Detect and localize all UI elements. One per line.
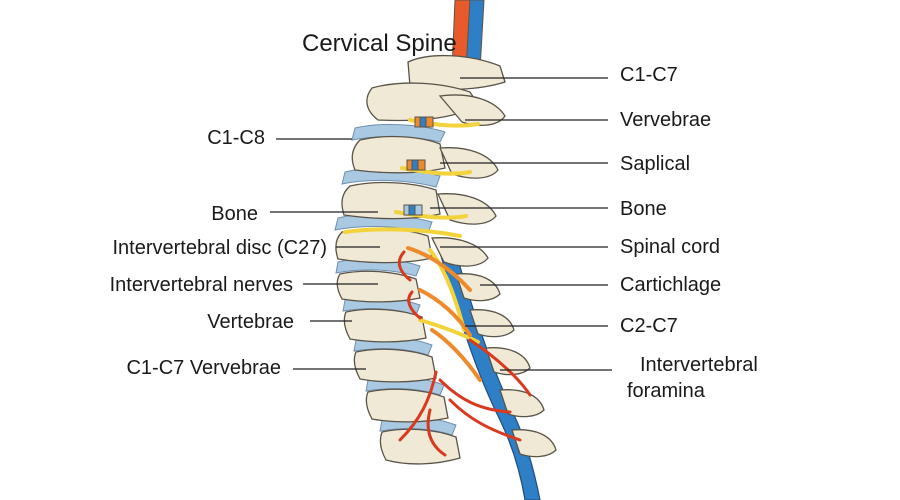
label-right-spinal-cord: Spinal cord (620, 236, 721, 258)
label-right-intervertebral: Intervertebral (640, 354, 758, 376)
nerve-roots (397, 246, 532, 457)
label-left-c1-c7-vervebrae: C1-C7 Vervebrae (126, 357, 281, 379)
label-left-intervertebral-disc: Intervertebral disc (C27) (112, 237, 327, 259)
label-right-c2-c7: C2-C7 (620, 315, 678, 337)
label-right-foramina: foramina (627, 380, 705, 402)
label-right-c1-c7: C1-C7 (620, 64, 678, 86)
vertebrae (335, 54, 557, 465)
label-right-cartichlage: Cartichlage (620, 274, 722, 296)
diagram-title: Cervical Spine (302, 30, 457, 57)
label-left-vertebrae: Vertebrae (207, 311, 294, 333)
label-right-saplical: Saplical (620, 153, 691, 175)
label-left-intervertebral-nerves: Intervertebral nerves (109, 274, 293, 296)
leader-lines (270, 77, 612, 371)
label-right-vervebrae: Vervebrae (620, 109, 712, 131)
label-right-bone: Bone (620, 198, 667, 220)
spinal-canal-markers (403, 116, 434, 216)
label-left-bone: Bone (211, 203, 258, 225)
label-left-c1-c8: C1-C8 (207, 127, 265, 149)
